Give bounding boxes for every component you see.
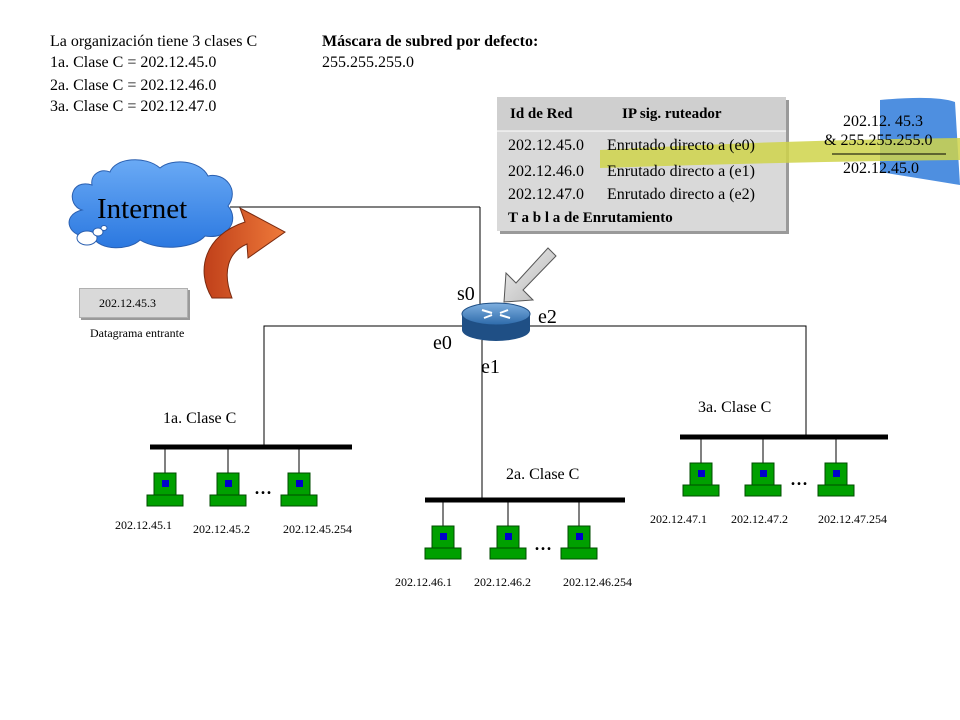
org-title: La organización tiene 3 clases C xyxy=(50,33,258,50)
table-row-3-route: Enrutado directo a (e2) xyxy=(607,186,755,203)
table-lookup-arrow-icon xyxy=(503,247,557,303)
table-caption: T a b l a de Enrutamiento xyxy=(508,210,673,226)
host-202-12-47-254 xyxy=(817,437,855,497)
host-ip-label: 202.12.47.1 xyxy=(650,512,707,526)
network-1-label: 1a. Clase C xyxy=(163,410,237,427)
table-row-1-network: 202.12.45.0 xyxy=(508,137,584,154)
mask-value: 255.255.255.0 xyxy=(322,54,414,71)
incoming-arrow-icon xyxy=(203,206,286,299)
mask-label: Máscara de subred por defecto: xyxy=(322,33,539,50)
host-202-12-45-1 xyxy=(146,447,184,507)
table-row-2-network: 202.12.46.0 xyxy=(508,163,584,180)
internet-label: Internet xyxy=(97,193,188,225)
host-202-12-46-254 xyxy=(560,500,598,560)
network-1-ellipsis: ... xyxy=(254,474,272,500)
interface-e2-label: e2 xyxy=(538,306,557,328)
table-row-3-network: 202.12.47.0 xyxy=(508,186,584,203)
table-row-1-route: Enrutado directo a (e0) xyxy=(607,137,755,154)
calc-result: 202.12.45.0 xyxy=(843,160,919,177)
table-row-2-route: Enrutado directo a (e1) xyxy=(607,163,755,180)
interface-e0-label: e0 xyxy=(433,332,452,354)
network-3-ellipsis: ... xyxy=(790,465,808,491)
table-col-nexthop: IP sig. ruteador xyxy=(622,106,722,122)
host-ip-label: 202.12.45.1 xyxy=(115,518,172,532)
link-e0 xyxy=(263,325,462,446)
host-ip-label: 202.12.45.254 xyxy=(283,522,352,536)
link-e2 xyxy=(530,325,807,438)
datagram-label: Datagrama entrante xyxy=(90,326,185,340)
router-icon xyxy=(461,302,531,341)
host-ip-label: 202.12.47.2 xyxy=(731,512,788,526)
host-ip-label: 202.12.47.254 xyxy=(818,512,887,526)
host-202-12-47-1 xyxy=(682,437,720,497)
host-202-12-46-1 xyxy=(424,500,462,560)
network-2-ellipsis: ... xyxy=(534,530,552,556)
host-ip-label: 202.12.46.1 xyxy=(395,575,452,589)
host-202-12-45-2 xyxy=(209,447,247,507)
routing-table-header xyxy=(497,97,786,131)
host-202-12-47-2 xyxy=(744,437,782,497)
datagram-ip: 202.12.45.3 xyxy=(99,296,156,310)
network-3-label: 3a. Clase C xyxy=(698,399,772,416)
class-c-line-3: 3a. Clase C = 202.12.47.0 xyxy=(50,98,217,115)
class-c-line-2: 2a. Clase C = 202.12.46.0 xyxy=(50,77,217,94)
host-ip-label: 202.12.46.2 xyxy=(474,575,531,589)
host-ip-label: 202.12.45.2 xyxy=(193,522,250,536)
interface-s0-label: s0 xyxy=(457,283,475,305)
table-col-network: Id de Red xyxy=(510,106,573,122)
datagram-box xyxy=(79,288,188,318)
class-c-line-1: 1a. Clase C = 202.12.45.0 xyxy=(50,54,217,71)
calc-mask: & 255.255.255.0 xyxy=(824,132,933,149)
network-2-label: 2a. Clase C xyxy=(506,466,580,483)
host-202-12-46-2 xyxy=(489,500,527,560)
interface-e1-label: e1 xyxy=(481,356,500,378)
blue-swoosh-decoration xyxy=(600,97,960,185)
host-ip-label: 202.12.46.254 xyxy=(563,575,632,589)
host-202-12-45-254 xyxy=(280,447,318,507)
calc-ip: 202.12. 45.3 xyxy=(843,113,923,130)
